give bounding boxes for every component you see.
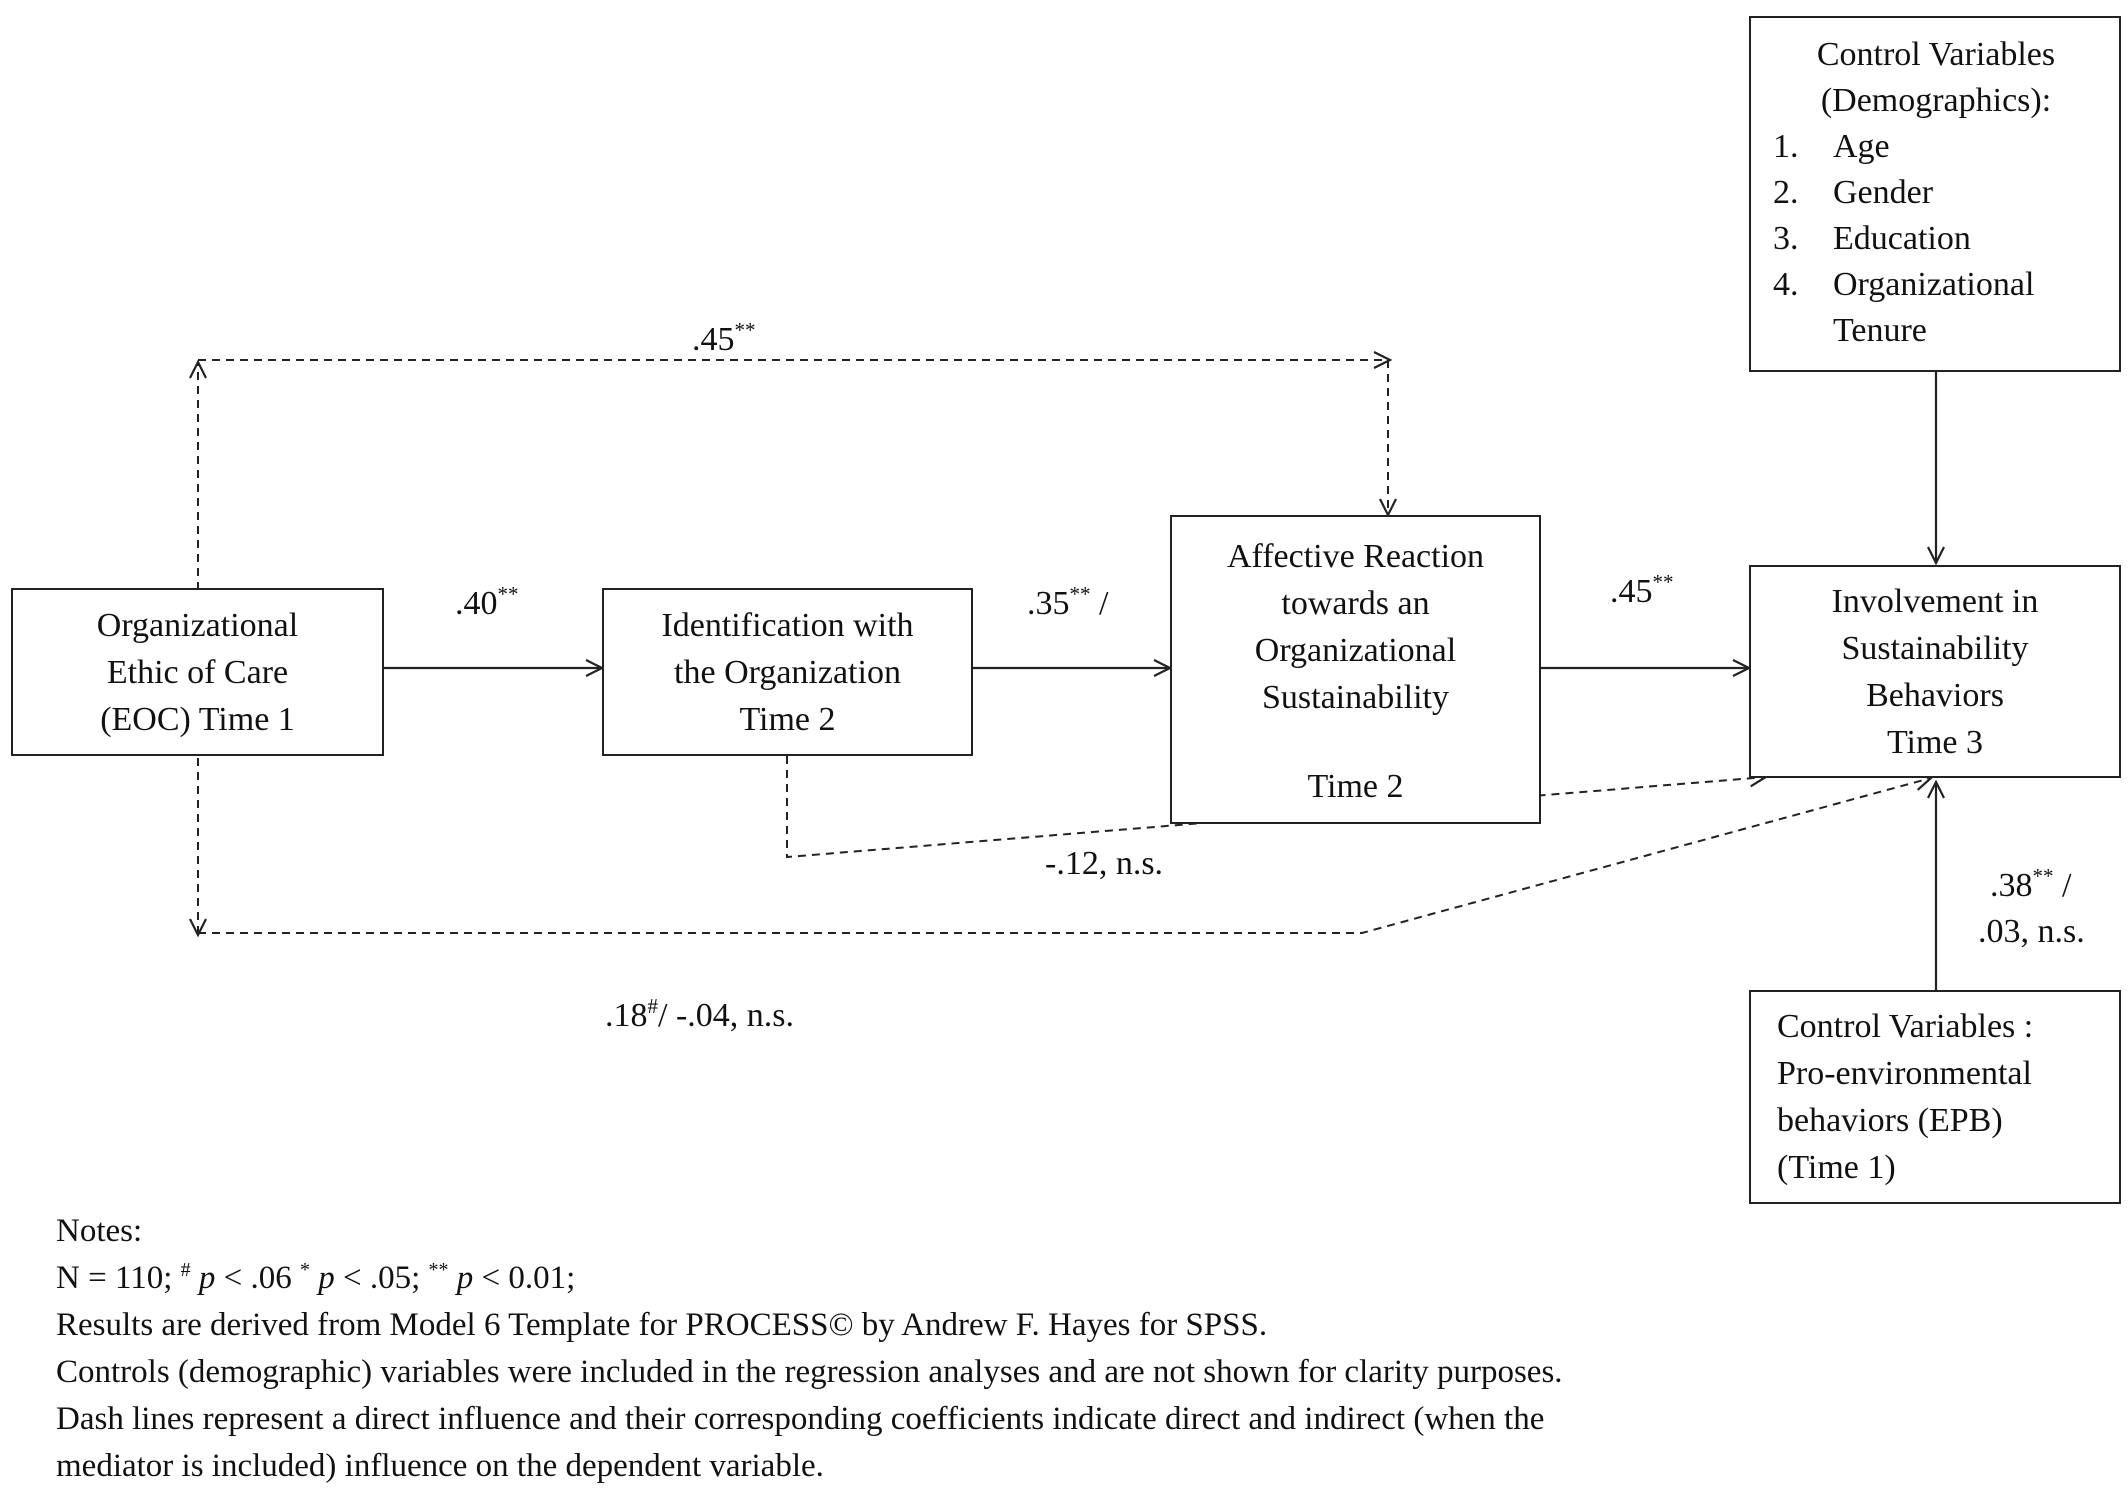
affective-label-3: Organizational (1254, 632, 1457, 669)
identification-label-1: Identification with (661, 606, 914, 644)
affective-time: Time 2 (1307, 768, 1404, 805)
control-epb-box: Control Variables : Pro-environmental be… (1749, 990, 2121, 1204)
notes: Notes: N = 110; # p < .06 * p < .05; ** … (56, 1208, 1563, 1490)
control-demographics-heading-1: Control Variables (1816, 36, 2056, 73)
involvement-label-3: Behaviors (1866, 676, 2004, 714)
coef-eoc-to-identification: .40** (455, 582, 519, 623)
list-number: 4. (1773, 266, 1799, 303)
involvement-label-1: Involvement in (1831, 582, 2039, 620)
control-demographics-box: Control Variables (Demographics): 1.Age … (1749, 16, 2121, 372)
coef-identification-to-affective: .35** / (1027, 582, 1109, 623)
control-epb-label-3: behaviors (EPB) (1777, 1102, 2003, 1139)
list-number: 1. (1773, 128, 1799, 165)
control-epb-label-2: Pro-environmental (1777, 1055, 2032, 1092)
list-label: Organizational (1833, 266, 2035, 303)
list-label: Education (1833, 220, 1971, 257)
coef-eoc-to-affective-direct: .45** (692, 318, 756, 359)
list-number (1773, 308, 1833, 354)
notes-line-4: mediator is included) influence on the d… (56, 1448, 824, 1484)
list-item: 3. Education (1773, 216, 2099, 262)
control-epb-label-4: (Time 1) (1777, 1149, 1896, 1186)
affective-label-4: Sustainability (1262, 679, 1449, 716)
involvement-box: Involvement in Sustainability Behaviors … (1749, 565, 2121, 778)
notes-line-3: Dash lines represent a direct influence … (56, 1401, 1545, 1437)
affective-label-1: Affective Reaction (1226, 538, 1485, 575)
list-label: Age (1833, 128, 1890, 165)
eoc-label-2: Ethic of Care (106, 653, 289, 691)
control-epb-label-1: Control Variables : (1777, 1008, 2034, 1045)
coef-identification-to-involvement-direct: -.12, n.s. (1045, 845, 1164, 882)
affective-label-2: towards an (1281, 585, 1430, 622)
control-demographics-heading-2: (Demographics): (1820, 82, 2052, 119)
list-label: Gender (1833, 174, 1934, 211)
identification-label-2: the Organization (674, 653, 901, 691)
list-number: 3. (1773, 220, 1799, 257)
notes-line-2: Controls (demographic) variables were in… (56, 1354, 1563, 1390)
dashed-identification-to-involvement (786, 756, 1766, 859)
list-item: 1. Age (1773, 124, 2099, 170)
identification-box: Identification with the Organization Tim… (602, 588, 973, 756)
dashed-bottom-to-involvement (198, 778, 1931, 934)
coef-epb-to-involvement: .38** / (1990, 864, 2072, 905)
coef-epb-to-involvement-line2: .03, n.s. (1978, 913, 2085, 950)
involvement-label-2: Sustainability (1841, 629, 2029, 667)
coef-affective-to-involvement: .45** (1610, 570, 1674, 611)
list-item: Tenure (1773, 308, 2099, 354)
coef-eoc-to-involvement-direct: .18#/ -.04, n.s. (605, 994, 794, 1035)
involvement-label-4: Time 3 (1886, 723, 1984, 761)
list-item: 2. Gender (1773, 170, 2099, 216)
identification-label-3: Time 2 (739, 700, 836, 738)
notes-line-1: Results are derived from Model 6 Templat… (56, 1307, 1268, 1343)
eoc-label-1: Organizational (96, 606, 299, 644)
affective-box: Affective Reaction towards an Organizati… (1170, 515, 1541, 824)
notes-heading: Notes: (56, 1213, 143, 1249)
list-item: 4. Organizational (1773, 262, 2099, 308)
list-label: Tenure (1833, 312, 1927, 349)
eoc-label-3: (EOC) Time 1 (100, 700, 295, 738)
notes-stats: N = 110; # p < .06 * p < .05; ** p < 0.0… (56, 1259, 576, 1296)
eoc-box: Organizational Ethic of Care (EOC) Time … (11, 588, 384, 756)
list-number: 2. (1773, 174, 1799, 211)
